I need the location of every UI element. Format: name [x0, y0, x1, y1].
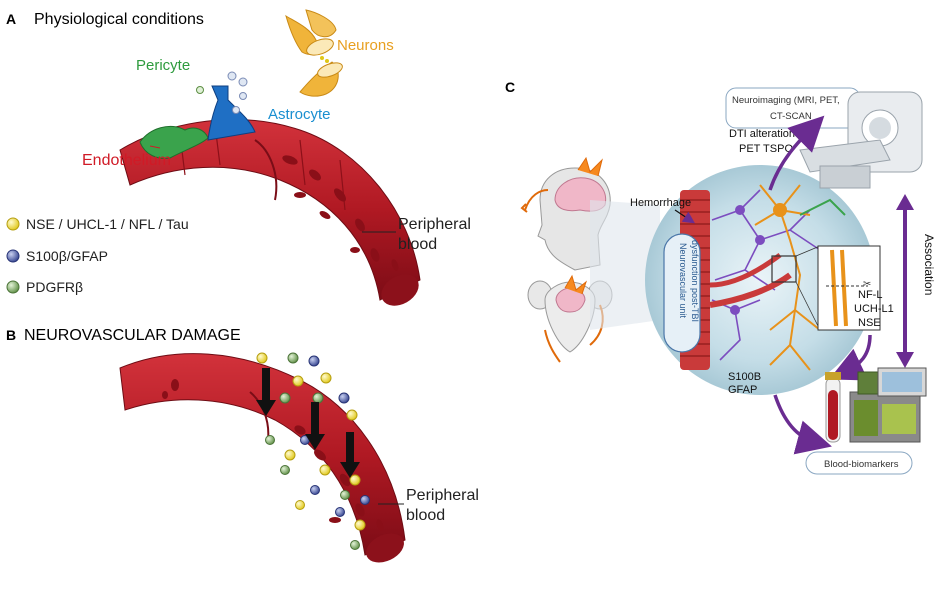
- astrocyte-cell: [207, 85, 256, 141]
- neuroimaging-label-1: Neuroimaging (MRI, PET,: [732, 95, 840, 106]
- legend-item-pdgfrb: PDGFRβ: [26, 279, 83, 295]
- pericyte-label: Pericyte: [136, 57, 190, 74]
- blood-biomarkers-label: Blood-biomarkers: [824, 459, 899, 470]
- vesicles: [196, 71, 248, 114]
- endothelium-label: Endothelium: [82, 152, 171, 169]
- neurons-synapse: [285, 9, 343, 97]
- neurons-label: Neurons: [337, 37, 394, 54]
- leaked-biomarkers: [265, 435, 370, 550]
- free-biomarkers: [256, 352, 358, 421]
- legend-blue-dot: [6, 249, 20, 263]
- peripheral-blood-label-b-2: blood: [406, 507, 445, 524]
- peripheral-blood-label-a-2: blood: [398, 236, 437, 253]
- blood-biomarkers-box: [805, 451, 913, 475]
- marker-uchl1: UCH-L1: [854, 303, 894, 315]
- panel-a-title: Physiological conditions: [34, 11, 204, 28]
- neuroimaging-label-2: CT-SCAN: [770, 111, 812, 122]
- peripheral-blood-label-a-1: Peripheral: [398, 216, 471, 233]
- blood-tube-icon: [825, 372, 841, 443]
- panel-b: B NEUROVASCULAR DAMAGE: [6, 327, 479, 563]
- gfap-label: GFAP: [728, 384, 757, 396]
- astrocyte-label: Astrocyte: [268, 106, 331, 123]
- nvu-label-1: Neurovascular unit: [678, 243, 688, 319]
- legend-item-nse: NSE / UHCL-1 / NFL / Tau: [26, 216, 189, 232]
- neuroimaging-box: [725, 87, 861, 129]
- panel-a: A Physiological conditions: [6, 9, 471, 306]
- mri-scanner-icon: [799, 91, 923, 189]
- nvu-label-pill: [663, 233, 701, 353]
- legend-green-dot: [6, 280, 20, 294]
- marker-nfl: NF-L: [858, 289, 882, 301]
- panel-c: C: [505, 79, 936, 475]
- legend-yellow-dot: [6, 217, 20, 231]
- biomarker-legend: NSE / UHCL-1 / NFL / Tau S100β/GFAP PDGF…: [6, 216, 189, 295]
- scissors-icon: ✂: [863, 279, 871, 290]
- association-label: Association: [922, 234, 936, 295]
- s100b-label: S100B: [728, 371, 761, 383]
- blood-vessel-a: [119, 119, 421, 306]
- leakage-arrows: [256, 368, 360, 478]
- marker-inset: ✂ NF-L UCH-L1 NSE: [817, 245, 894, 331]
- hemorrhage-label: Hemorrhage: [630, 197, 691, 209]
- peripheral-blood-label-b-1: Peripheral: [406, 487, 479, 504]
- dti-label: DTI alterations: [729, 128, 801, 140]
- panel-a-letter: A: [6, 11, 16, 27]
- association-arrow: [896, 194, 914, 368]
- panel-b-letter: B: [6, 327, 16, 343]
- analyzer-machine-icon: [849, 367, 927, 443]
- marker-nse: NSE: [858, 317, 881, 329]
- pet-tspo-label: PET TSPO: [739, 143, 793, 155]
- blood-vessel-b: [119, 353, 406, 563]
- panel-c-letter: C: [505, 79, 515, 95]
- nvu-label-2: dysfunction post-TBI: [690, 240, 700, 322]
- legend-item-s100b: S100β/GFAP: [26, 248, 108, 264]
- panel-b-title: NEUROVASCULAR DAMAGE: [24, 327, 241, 344]
